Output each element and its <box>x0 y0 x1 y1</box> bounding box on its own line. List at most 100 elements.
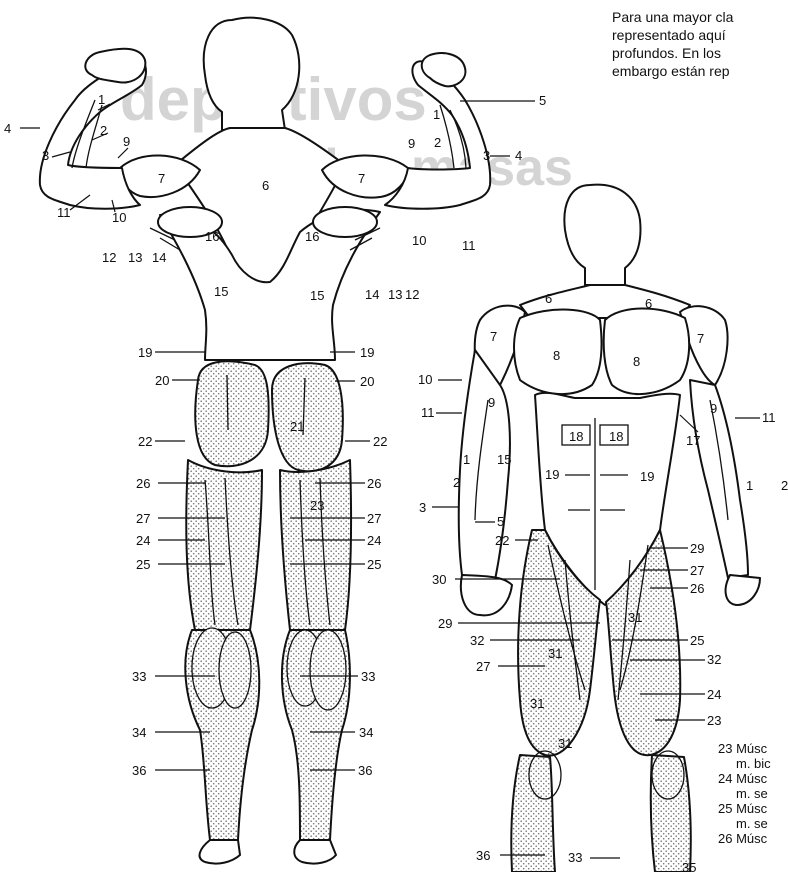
label-back-15-left: 15 <box>214 284 228 299</box>
label-back-20-left: 20 <box>155 373 169 388</box>
label-back-10-right: 10 <box>412 233 426 248</box>
front-shin-right <box>651 755 691 872</box>
label-back-20-right: 20 <box>360 374 374 389</box>
label-front-18-right: 18 <box>609 429 623 444</box>
label-back-16-left: 16 <box>205 229 219 244</box>
label-back-24-right: 24 <box>367 533 381 548</box>
label-back-5-right: 5 <box>539 93 546 108</box>
label-front-25: 25 <box>690 633 704 648</box>
label-back-26-right: 26 <box>367 476 381 491</box>
label-front-3: 3 <box>419 500 426 515</box>
legend-text-25: Músc <box>736 801 767 816</box>
label-front-6-left: 6 <box>545 291 552 306</box>
legend-item-24: 24 Músc <box>718 771 788 786</box>
label-back-19-left: 19 <box>138 345 152 360</box>
label-front-24: 24 <box>707 687 721 702</box>
back-glute-left <box>195 361 268 466</box>
label-back-21: 21 <box>290 419 304 434</box>
label-back-7-left: 7 <box>158 171 165 186</box>
label-front-17: 17 <box>686 433 700 448</box>
back-teres-right <box>313 207 377 237</box>
label-back-19-right: 19 <box>360 345 374 360</box>
label-front-26: 26 <box>690 581 704 596</box>
label-back-33-right: 33 <box>361 669 375 684</box>
label-back-2-right: 2 <box>434 135 441 150</box>
label-back-16-right: 16 <box>305 229 319 244</box>
label-front-19-right: 19 <box>640 469 654 484</box>
front-hand-right <box>726 575 760 605</box>
label-back-12-left: 12 <box>102 250 116 265</box>
label-front-9-left: 9 <box>488 395 495 410</box>
label-back-26-left: 26 <box>136 476 150 491</box>
label-back-4-left: 4 <box>4 121 11 136</box>
label-back-15-right: 15 <box>310 288 324 303</box>
label-front-5: 5 <box>497 514 504 529</box>
legend-item-26: 26 Músc <box>718 831 788 846</box>
label-back-36-left: 36 <box>132 763 146 778</box>
label-front-23: 23 <box>707 713 721 728</box>
legend-text-26: Músc <box>736 831 767 846</box>
label-back-1-left: 1 <box>98 92 105 107</box>
label-back-27-left: 27 <box>136 511 150 526</box>
label-back-2-left: 2 <box>100 123 107 138</box>
label-back-4-right: 4 <box>515 148 522 163</box>
intro-line-4: embargo están rep <box>612 62 788 80</box>
label-back-25-left: 25 <box>136 557 150 572</box>
back-view-figure <box>40 18 490 864</box>
label-back-14-right: 14 <box>365 287 379 302</box>
back-forearm-left <box>85 49 145 83</box>
label-front-8-left: 8 <box>553 348 560 363</box>
back-thigh-left <box>186 460 262 630</box>
label-back-27-right: 27 <box>367 511 381 526</box>
legend-text-23: Músc <box>736 741 767 756</box>
label-back-36-right: 36 <box>358 763 372 778</box>
label-back-34-left: 34 <box>132 725 146 740</box>
legend-item-25: 25 Músc <box>718 801 788 816</box>
intro-line-2: representado aquí <box>612 26 788 44</box>
label-front-22: 22 <box>495 533 509 548</box>
legend-item-23: 23 Músc <box>718 741 788 756</box>
label-front-1-left: 1 <box>463 452 470 467</box>
label-front-32-right: 32 <box>707 652 721 667</box>
back-foot-left <box>200 840 240 864</box>
label-front-18-left: 18 <box>569 429 583 444</box>
label-front-11-left: 11 <box>421 405 435 420</box>
back-foot-right <box>294 840 336 864</box>
legend-text-24: Músc <box>736 771 767 786</box>
legend-num-25: 25 <box>718 801 732 816</box>
label-back-9-left: 9 <box>123 134 130 149</box>
label-front-11-right: 11 <box>762 410 776 425</box>
label-back-11-left: 11 <box>57 205 71 220</box>
label-back-13-left: 13 <box>128 250 142 265</box>
label-back-11-right: 11 <box>462 238 476 253</box>
label-front-36: 36 <box>476 848 490 863</box>
label-back-12-right: 12 <box>405 287 419 302</box>
label-front-27-right: 27 <box>690 563 704 578</box>
muscle-legend: 23 Músc m. bic 24 Músc m. se 25 Músc m. … <box>718 741 788 846</box>
label-front-33: 33 <box>568 850 582 865</box>
label-front-31-b: 31 <box>530 696 544 711</box>
label-front-29-left: 29 <box>438 616 452 631</box>
label-back-3-left: 3 <box>42 148 49 163</box>
front-head <box>564 185 640 285</box>
legend-sub-23: m. bic <box>718 756 788 771</box>
label-front-10: 10 <box>418 372 432 387</box>
label-back-13-right: 13 <box>388 287 402 302</box>
label-front-31-d: 31 <box>628 610 642 625</box>
legend-num-23: 23 <box>718 741 732 756</box>
label-back-23: 23 <box>310 498 324 513</box>
label-front-6-right: 6 <box>645 296 652 311</box>
label-back-1-right: 1 <box>433 107 440 122</box>
label-back-34-right: 34 <box>359 725 373 740</box>
label-front-2-right: 2 <box>781 478 788 493</box>
label-front-15: 15 <box>497 452 511 467</box>
intro-line-1: Para una mayor cla <box>612 8 788 26</box>
label-back-22-right: 22 <box>373 434 387 449</box>
intro-paragraph: Para una mayor cla representado aquí pro… <box>612 8 788 80</box>
label-back-7-right: 7 <box>358 171 365 186</box>
label-front-9-right: 9 <box>710 401 717 416</box>
label-back-6: 6 <box>262 178 269 193</box>
label-front-27-left: 27 <box>476 659 490 674</box>
label-front-1-right: 1 <box>746 478 753 493</box>
